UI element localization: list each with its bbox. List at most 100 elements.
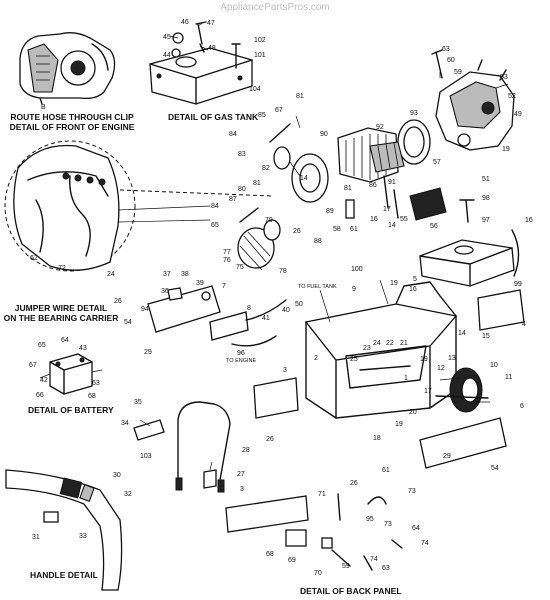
callout-88: 88	[314, 238, 322, 245]
callout-30: 30	[113, 472, 121, 479]
callout-62: 62	[30, 255, 38, 262]
front-panel-illustration	[147, 285, 287, 347]
callout-22: 22	[386, 340, 394, 347]
callout-34: 34	[121, 420, 129, 427]
callout-67b: 67	[29, 362, 37, 369]
callout-99: 99	[514, 281, 522, 288]
callout-54b: 54	[491, 465, 499, 472]
callout-103: 103	[140, 453, 152, 460]
callout-15: 15	[482, 333, 490, 340]
gas-tank-detail-illustration	[149, 21, 253, 105]
callout-79: 79	[265, 217, 273, 224]
callout-96: 96	[237, 350, 245, 357]
callout-61: 61	[350, 226, 358, 233]
callout-40: 40	[282, 307, 290, 314]
to-fuel-tank-label: TO FUEL TANK	[298, 284, 337, 290]
callout-23: 23	[363, 345, 371, 352]
callout-35: 35	[134, 399, 142, 406]
front-engine-illustration	[19, 32, 116, 105]
callout-101: 101	[254, 52, 266, 59]
callout-63b: 63	[92, 380, 100, 387]
jumper-wire-caption: JUMPER WIRE DETAIL ON THE BEARING CARRIE…	[2, 303, 120, 323]
callout-47: 47	[207, 20, 215, 27]
callout-84: 84	[229, 131, 237, 138]
jumper-wire-caption-line2: ON THE BEARING CARRIER	[3, 313, 119, 323]
callout-81: 81	[296, 93, 304, 100]
callout-6: 6	[520, 403, 524, 410]
callout-29b: 29	[443, 453, 451, 460]
callout-45: 45	[163, 34, 171, 41]
callout-97: 97	[482, 217, 490, 224]
callout-29: 29	[144, 349, 152, 356]
generator-frame-illustration	[304, 281, 458, 419]
callout-42: 42	[40, 377, 48, 384]
back-panel-caption: DETAIL OF BACK PANEL	[300, 586, 402, 596]
callout-80: 80	[238, 186, 246, 193]
handle-leg-illustration	[133, 401, 231, 493]
callout-75: 75	[236, 264, 244, 271]
callout-78: 78	[279, 268, 287, 275]
jumper-wire-caption-line1: JUMPER WIRE DETAIL	[14, 303, 108, 313]
callout-14b: 14	[388, 222, 396, 229]
callout-14: 14	[300, 175, 308, 182]
callout-8: 8	[247, 305, 251, 312]
callout-81c: 81	[253, 180, 261, 187]
callout-10: 10	[490, 362, 498, 369]
callout-63: 63	[442, 46, 450, 53]
callout-26d: 26	[350, 480, 358, 487]
callout-98: 98	[482, 195, 490, 202]
callout-12: 12	[437, 365, 445, 372]
callout-17: 17	[383, 206, 391, 213]
callout-63c: 63	[382, 565, 390, 572]
callout-3b: 3	[240, 486, 244, 493]
callout-43: 43	[79, 345, 87, 352]
watermark: AppliancePartsPros.com	[220, 2, 330, 13]
callout-26b: 26	[114, 298, 122, 305]
leader-lines	[39, 21, 509, 471]
callout-104: 104	[249, 86, 261, 93]
callout-87: 87	[229, 196, 237, 203]
callout-56: 56	[430, 223, 438, 230]
callout-27: 27	[237, 471, 245, 478]
callout-67: 67	[275, 107, 283, 114]
callout-92: 92	[376, 124, 384, 131]
callout-58: 58	[333, 226, 341, 233]
callout-76: 76	[223, 257, 231, 264]
callout-49: 49	[514, 111, 522, 118]
callout-59b: 59	[342, 563, 350, 570]
callout-20: 20	[409, 409, 417, 416]
callout-73: 73	[408, 488, 416, 495]
callout-26: 26	[293, 228, 301, 235]
callout-64b: 64	[412, 525, 420, 532]
callout-31: 31	[32, 534, 40, 541]
callout-4: 4	[522, 321, 526, 328]
callout-16b: 16	[525, 217, 533, 224]
callout-83: 83	[238, 151, 246, 158]
control-module-illustration	[345, 175, 475, 223]
callout-14c: 14	[458, 330, 466, 337]
callout-82: 82	[262, 165, 270, 172]
alternator-illustration	[239, 119, 431, 223]
callout-85: 85	[258, 112, 266, 119]
callout-65: 65	[211, 222, 219, 229]
callout-74b: 74	[370, 556, 378, 563]
callout-51: 51	[482, 176, 490, 183]
callout-60: 60	[447, 57, 455, 64]
callout-46: 46	[181, 19, 189, 26]
fan-cover-illustration	[237, 219, 281, 271]
callout-89: 89	[326, 208, 334, 215]
callout-19: 19	[502, 146, 510, 153]
front-engine-caption: ROUTE HOSE THROUGH CLIP DETAIL OF FRONT …	[8, 112, 136, 132]
callout-38: 38	[181, 271, 189, 278]
callout-57: 57	[433, 159, 441, 166]
callout-1: 1	[404, 375, 408, 382]
callout-17b: 17	[424, 388, 432, 395]
callout-44: 44	[163, 52, 171, 59]
callout-84b: 84	[211, 203, 219, 210]
callout-24b: 24	[373, 340, 381, 347]
callout-39: 39	[196, 280, 204, 287]
callout-91: 91	[388, 179, 396, 186]
callout-5: 5	[413, 276, 417, 283]
